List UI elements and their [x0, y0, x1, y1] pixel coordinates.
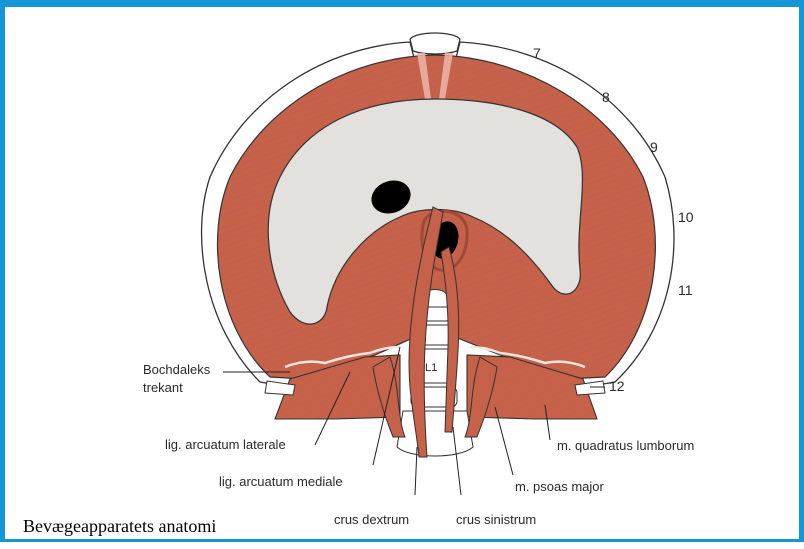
- label-quadratus-lumborum: m. quadratus lumborum: [557, 438, 694, 453]
- label-bochdaleks: Bochdaleks: [143, 362, 211, 377]
- xiphoid: [410, 33, 460, 54]
- diaphragm-illustration: 7 8 9 10 11 12 Bochdaleks trekant lig. a…: [5, 7, 804, 549]
- label-trekant: trekant: [143, 380, 183, 395]
- label-vertebra-l1: L1: [425, 362, 437, 374]
- label-lig-arcuatum-mediale: lig. arcuatum mediale: [219, 474, 343, 489]
- rib-label-12: 12: [609, 378, 625, 394]
- caption: Bevægeapparatets anatomi: [23, 516, 216, 537]
- label-crus-dextrum: crus dextrum: [334, 512, 409, 527]
- label-lig-arcuatum-laterale: lig. arcuatum laterale: [165, 437, 286, 452]
- rib-label-9: 9: [650, 139, 658, 155]
- rib-label-11: 11: [678, 282, 693, 298]
- rib-label-10: 10: [678, 209, 694, 225]
- label-psoas-major: m. psoas major: [515, 479, 605, 494]
- label-crus-sinistrum: crus sinistrum: [456, 512, 536, 527]
- rib-label-8: 8: [602, 89, 610, 105]
- rib-label-7: 7: [533, 45, 541, 61]
